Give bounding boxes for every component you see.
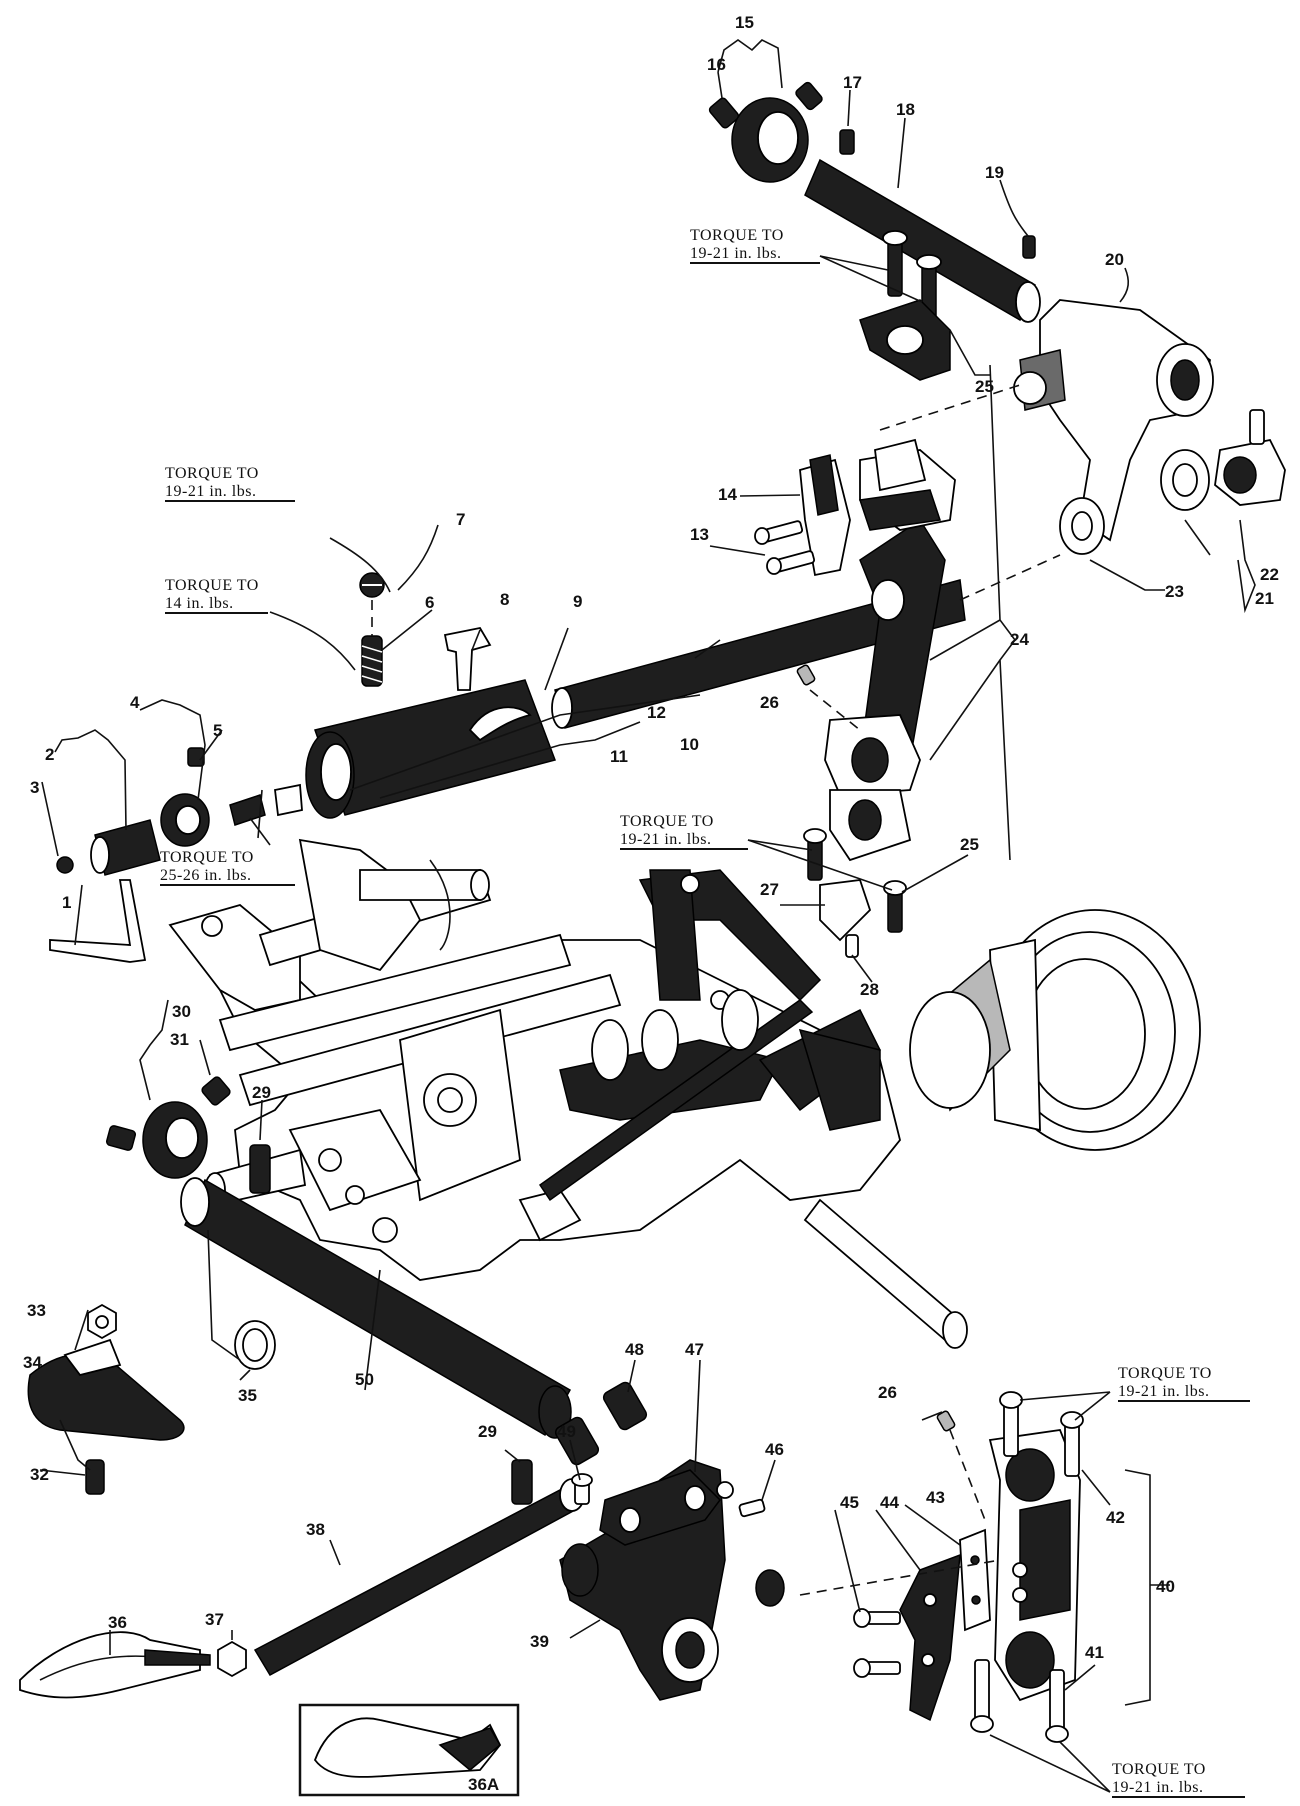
part-number-label: 18 (896, 100, 915, 119)
torque-note-6: TORQUE TO 19-21 in. lbs. (1118, 1365, 1250, 1402)
part-number-label: 26 (878, 1383, 897, 1402)
torque-note-2: TORQUE TO 19-21 in. lbs. (165, 465, 295, 502)
part-number-label: 6 (425, 593, 434, 612)
part-number-label: 48 (625, 1340, 644, 1359)
torque-note-line2: 14 in. lbs. (165, 595, 234, 612)
part-number-label: 3 (30, 778, 39, 797)
torque-note-7: TORQUE TO 19-21 in. lbs. (1112, 1761, 1245, 1798)
torque-note-1: TORQUE TO 19-21 in. lbs. (690, 227, 820, 264)
part-number-label: 36 (108, 1613, 127, 1632)
part-number-label: 41 (1085, 1643, 1104, 1662)
torque-note-4: TORQUE TO 25-26 in. lbs. (160, 849, 295, 886)
part-number-label: 27 (760, 880, 779, 899)
part-number-label: 34 (23, 1353, 42, 1372)
torque-note-line2: 19-21 in. lbs. (690, 245, 781, 262)
part-number-label: 10 (680, 735, 699, 754)
torque-note-line2: 19-21 in. lbs. (165, 483, 256, 500)
part-number-label: 26 (760, 693, 779, 712)
part-number-label: 32 (30, 1465, 49, 1484)
part-number-label: 36A (468, 1775, 499, 1794)
part-number-label: 33 (27, 1301, 46, 1320)
part-number-label: 23 (1165, 582, 1184, 601)
part-number-label: 28 (860, 980, 879, 999)
part-number-label: 4 (130, 693, 140, 712)
torque-note-line1: TORQUE TO (160, 849, 254, 866)
part-number-label: 20 (1105, 250, 1124, 269)
lower-shaft-group (19, 1076, 585, 1797)
part-number-label: 25 (975, 377, 994, 396)
part-number-label: 50 (355, 1370, 374, 1389)
part-number-label: 21 (1255, 589, 1274, 608)
torque-note-line2: 25-26 in. lbs. (160, 867, 251, 884)
part-number-label: 29 (478, 1422, 497, 1441)
torque-note-5: TORQUE TO 19-21 in. lbs. (620, 813, 748, 850)
torque-note-line1: TORQUE TO (1118, 1365, 1212, 1382)
part-number-label: 25 (960, 835, 979, 854)
torque-note-line2: 19-21 in. lbs. (620, 831, 711, 848)
part-number-label: 46 (765, 1440, 784, 1459)
part-number-label: 40 (1156, 1577, 1175, 1596)
torque-note-line1: TORQUE TO (165, 465, 259, 482)
part-number-label: 44 (880, 1493, 899, 1512)
lower-linkage-group (511, 1381, 1084, 1743)
torque-note-line1: TORQUE TO (165, 577, 259, 594)
part-number-label: 30 (172, 1002, 191, 1021)
part-number-label: 1 (62, 893, 71, 912)
part-number-label: 35 (238, 1386, 257, 1405)
machine-body-assembly (168, 838, 1201, 1349)
part-number-label: 7 (456, 510, 465, 529)
part-number-label: 17 (843, 73, 862, 92)
part-number-label: 15 (735, 13, 754, 32)
part-number-label: 12 (647, 703, 666, 722)
part-number-label: 43 (926, 1488, 945, 1507)
torque-note-3: TORQUE TO 14 in. lbs. (165, 577, 268, 614)
part-number-label: 42 (1106, 1508, 1125, 1527)
torque-note-line2: 19-21 in. lbs. (1112, 1779, 1203, 1796)
part-number-label: 16 (707, 55, 726, 74)
part-number-label: 29 (252, 1083, 271, 1102)
torque-note-line1: TORQUE TO (1112, 1761, 1206, 1778)
part-number-label: 22 (1260, 565, 1279, 584)
alignment-lines (371, 384, 1061, 1596)
part-number-label: 31 (170, 1030, 189, 1049)
part-number-label: 24 (1010, 630, 1029, 649)
torque-notes: TORQUE TO 19-21 in. lbs. TORQUE TO 19-21… (160, 227, 1250, 1798)
leader-lines (39, 39, 1256, 1793)
torque-note-line1: TORQUE TO (690, 227, 784, 244)
upper-shaft-group (708, 81, 1286, 555)
part-number-label: 45 (840, 1493, 859, 1512)
part-number-label: 37 (205, 1610, 224, 1629)
part-number-label: 9 (573, 592, 582, 611)
part-number-callouts: 1 2 3 4 5 6 7 8 9 10 11 12 13 14 15 16 1… (23, 13, 1279, 1794)
part-number-label: 2 (45, 745, 54, 764)
torque-note-line2: 19-21 in. lbs. (1118, 1383, 1209, 1400)
part-number-label: 47 (685, 1340, 704, 1359)
part-number-label: 11 (610, 747, 628, 766)
torque-note-line1: TORQUE TO (620, 813, 714, 830)
part-number-label: 49 (557, 1422, 576, 1441)
part-number-label: 14 (718, 485, 737, 504)
part-number-label: 13 (690, 525, 709, 544)
part-number-label: 39 (530, 1632, 549, 1651)
part-number-label: 19 (985, 163, 1004, 182)
part-number-label: 38 (306, 1520, 325, 1539)
part-number-label: 5 (213, 721, 222, 740)
part-number-label: 8 (500, 590, 509, 609)
